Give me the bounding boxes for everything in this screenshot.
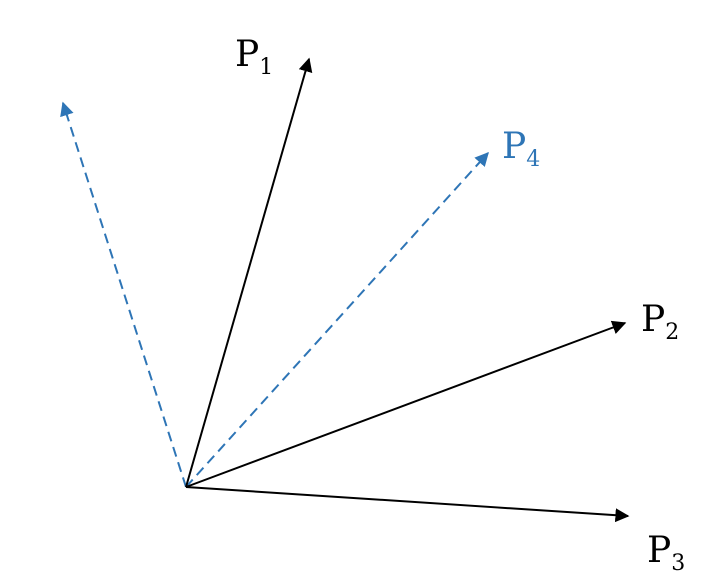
label-p2: P2 [641, 299, 679, 345]
label-p3-subscript: 3 [671, 551, 685, 576]
label-p1-main: P [235, 34, 259, 75]
label-p1-subscript: 1 [259, 55, 273, 80]
label-p2-main: P [641, 299, 665, 340]
label-p3-main: P [647, 530, 671, 571]
label-p2-subscript: 2 [665, 320, 679, 345]
vector-arrow-unlabeled [60, 101, 187, 488]
vector-arrow-p3 [185, 486, 630, 523]
label-p4-main: P [502, 126, 526, 167]
label-p4-subscript: 4 [526, 147, 540, 172]
label-p3: P3 [647, 530, 685, 576]
vector-arrow-p1 [185, 57, 313, 488]
vector-arrow-p2 [185, 320, 627, 488]
label-p1: P1 [235, 34, 273, 80]
label-p4: P4 [502, 126, 540, 172]
vector-arrow-p4 [185, 151, 489, 488]
